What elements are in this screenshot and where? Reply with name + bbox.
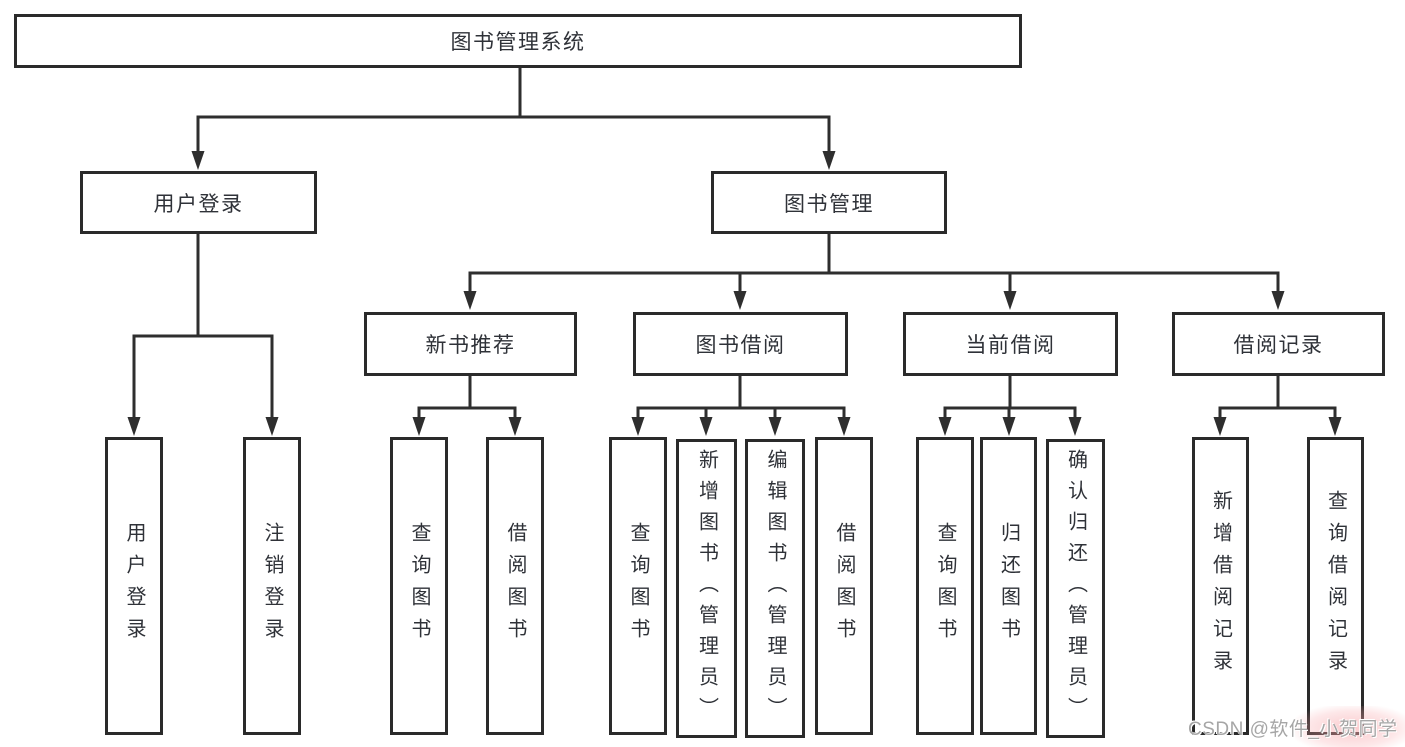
leaf-edit-book-admin-label: 编辑图书（管理员） [764, 449, 786, 728]
leaf-add-book-admin-label: 新增图书（管理员） [695, 449, 718, 728]
node-book-borrow: 图书借阅 [633, 312, 848, 376]
leaf-confirm-return-admin: 确认归还（管理员） [1046, 439, 1105, 738]
leaf-query-books-3-label: 查询图书 [934, 522, 956, 650]
node-borrow-records-label: 借阅记录 [1233, 334, 1324, 357]
leaf-borrow-books-2-label: 借阅图书 [833, 522, 855, 650]
leaf-return-book: 归还图书 [980, 437, 1037, 735]
leaf-confirm-return-admin-label: 确认归还（管理员） [1064, 449, 1087, 728]
leaf-borrow-books-2: 借阅图书 [815, 437, 873, 735]
node-root-label: 图书管理系统 [450, 31, 586, 54]
leaf-user-login-label: 用户登录 [123, 522, 145, 650]
leaf-add-borrow-record: 新增借阅记录 [1192, 437, 1249, 735]
leaf-query-borrow-record: 查询借阅记录 [1307, 437, 1364, 735]
leaf-borrow-books-1: 借阅图书 [486, 437, 544, 735]
node-root: 图书管理系统 [14, 14, 1022, 68]
node-user-login: 用户登录 [80, 171, 317, 234]
leaf-borrow-books-1-label: 借阅图书 [504, 522, 526, 650]
leaf-query-books-1: 查询图书 [390, 437, 448, 735]
leaf-query-books-3: 查询图书 [916, 437, 974, 735]
node-current-borrow-label: 当前借阅 [965, 334, 1056, 357]
leaf-query-books-2-label: 查询图书 [627, 522, 649, 650]
node-current-borrow: 当前借阅 [903, 312, 1118, 376]
node-book-management-label: 图书管理 [784, 192, 874, 216]
leaf-query-borrow-record-label: 查询借阅记录 [1324, 490, 1347, 682]
csdn-watermark: CSDN @软件_小贺同学 [1188, 719, 1398, 740]
node-borrow-records: 借阅记录 [1172, 312, 1385, 376]
leaf-user-login: 用户登录 [105, 437, 163, 735]
node-new-book-recommend: 新书推荐 [364, 312, 577, 376]
connector-lines [132, 68, 1337, 418]
node-new-book-recommend-label: 新书推荐 [425, 334, 516, 357]
leaf-add-book-admin: 新增图书（管理员） [676, 439, 737, 738]
leaf-return-book-label: 归还图书 [997, 522, 1020, 650]
node-book-borrow-label: 图书借阅 [695, 334, 786, 357]
arrowheads [127, 151, 1342, 436]
leaf-query-books-2: 查询图书 [609, 437, 667, 735]
leaf-logout-label: 注销登录 [261, 522, 283, 650]
leaf-edit-book-admin: 编辑图书（管理员） [745, 439, 805, 738]
leaf-add-borrow-record-label: 新增借阅记录 [1209, 490, 1232, 682]
leaf-query-books-1-label: 查询图书 [408, 522, 430, 650]
node-user-login-label: 用户登录 [153, 192, 244, 216]
node-book-management: 图书管理 [711, 171, 947, 234]
leaf-logout: 注销登录 [243, 437, 301, 735]
